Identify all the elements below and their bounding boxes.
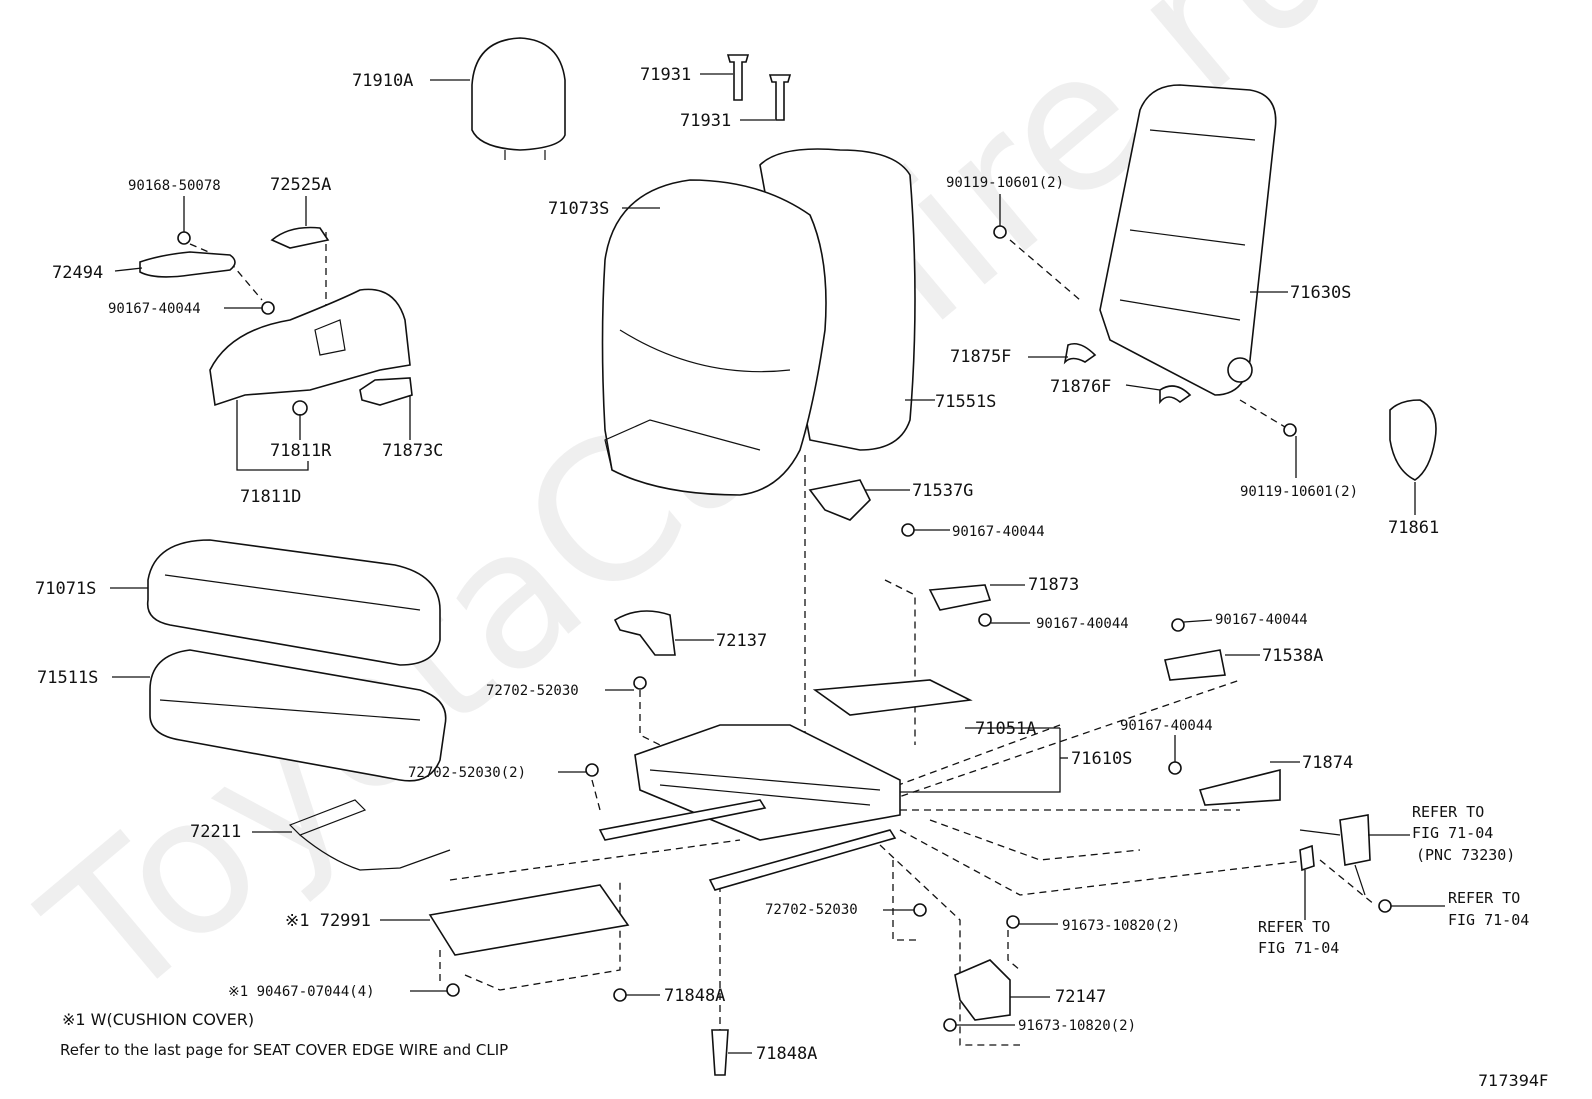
cushion-cover-note: ※1 W(CUSHION COVER) xyxy=(62,1010,254,1029)
label-71073S: 71073S xyxy=(548,199,609,219)
label-71610S: 71610S xyxy=(1071,749,1132,769)
label-71873: 71873 xyxy=(1028,575,1079,595)
label-71875F: 71875F xyxy=(950,347,1011,367)
shield-drawing xyxy=(209,288,411,407)
fasteners-drawing xyxy=(446,225,1297,1076)
label-91673-10820-b: 91673-10820(2) xyxy=(1018,1018,1136,1034)
label-72147: 72147 xyxy=(1055,987,1106,1007)
label-71537G: 71537G xyxy=(912,481,973,501)
label-71630S: 71630S xyxy=(1290,283,1351,303)
label-pnc-73230: (PNC 73230) xyxy=(1416,846,1515,864)
seatback-cover-drawing xyxy=(601,148,916,496)
label-71931-top: 71931 xyxy=(640,65,691,85)
label-71931-bottom: 71931 xyxy=(680,111,731,131)
brackets-drawing xyxy=(613,479,1281,1021)
seatback-frame-drawing xyxy=(1099,84,1277,396)
label-fig-71-04-2: FIG 71-04 xyxy=(1448,911,1529,929)
label-90167-40044-a: 90167-40044 xyxy=(108,301,201,317)
label-72702-52030-2: 72702-52030(2) xyxy=(408,765,526,781)
label-71811D: 71811D xyxy=(240,487,301,507)
label-71910A: 71910A xyxy=(352,71,413,91)
label-90167-40044-d: 90167-40044 xyxy=(1215,612,1308,628)
label-90119-10601-b: 90119-10601(2) xyxy=(1240,484,1358,500)
label-71551S: 71551S xyxy=(935,392,996,412)
label-72525A: 72525A xyxy=(270,175,331,195)
label-71861: 71861 xyxy=(1388,518,1439,538)
label-71811R: 71811R xyxy=(270,441,332,461)
small-parts-left-drawing xyxy=(139,226,1437,481)
label-refer-to-3: REFER TO xyxy=(1258,918,1330,936)
label-71848A-b: 71848A xyxy=(756,1044,817,1064)
label-90119-10601-a: 90119-10601(2) xyxy=(946,175,1064,191)
label-72991: ※1 72991 xyxy=(285,911,371,931)
label-72211: 72211 xyxy=(190,822,241,842)
label-71876F: 71876F xyxy=(1050,377,1111,397)
label-72494: 72494 xyxy=(52,263,103,283)
label-90168-50078: 90168-50078 xyxy=(128,178,221,194)
label-71848A-a: 71848A xyxy=(664,986,725,1006)
label-90467-07044: ※1 90467-07044(4) xyxy=(228,984,375,1000)
label-fig-71-04-3: FIG 71-04 xyxy=(1258,939,1339,957)
diagram-code: 717394F xyxy=(1478,1071,1548,1090)
leader-lines xyxy=(110,73,1445,1054)
label-refer-to-2: REFER TO xyxy=(1448,889,1520,907)
label-fig-71-04-1: FIG 71-04 xyxy=(1412,824,1493,842)
seat-adjuster-drawing xyxy=(598,679,973,891)
headrest-drawing xyxy=(471,37,566,160)
label-refer-to-1: REFER TO xyxy=(1412,803,1484,821)
label-71873C: 71873C xyxy=(382,441,443,461)
label-71874: 71874 xyxy=(1302,753,1353,773)
label-72702-52030-a: 72702-52030 xyxy=(486,683,579,699)
label-71071S: 71071S xyxy=(35,579,96,599)
wire-and-cover-drawing xyxy=(288,799,630,956)
label-72137: 72137 xyxy=(716,631,767,651)
label-71538A: 71538A xyxy=(1262,646,1323,666)
label-90167-40044-b: 90167-40044 xyxy=(952,524,1045,540)
headrest-support-drawing xyxy=(726,54,792,121)
part-labels: 71910A 71931 71931 90168-50078 72525A 72… xyxy=(35,65,1529,1064)
label-72702-52030-c: 72702-52030 xyxy=(765,902,858,918)
label-90167-40044-e: 90167-40044 xyxy=(1120,718,1213,734)
seat-cushion-drawing xyxy=(146,539,447,782)
label-71051A: 71051A xyxy=(975,719,1036,739)
label-90167-40044-c: 90167-40044 xyxy=(1036,616,1129,632)
belt-buckle-drawing xyxy=(1299,814,1392,913)
label-71511S: 71511S xyxy=(37,668,98,688)
label-91673-10820-a: 91673-10820(2) xyxy=(1062,918,1180,934)
edge-wire-note: Refer to the last page for SEAT COVER ED… xyxy=(60,1041,508,1059)
